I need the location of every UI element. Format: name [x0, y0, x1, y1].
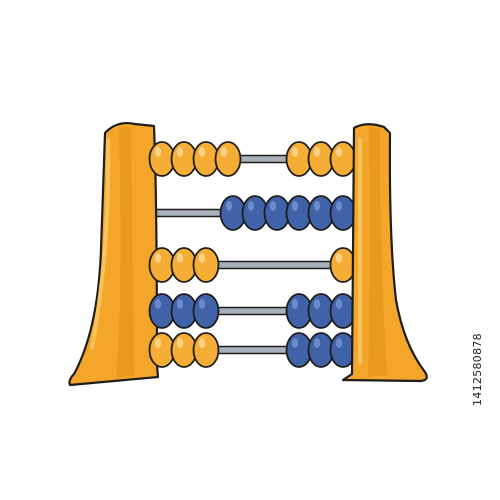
blue-bead-shine [313, 299, 321, 309]
orange-bead-shine [335, 253, 343, 263]
blue-bead [329, 195, 357, 231]
blue-bead-shine [313, 201, 321, 211]
blue-bead-shine [176, 299, 184, 309]
orange-bead-shine [154, 147, 162, 157]
watermark-id-text: 1412580878 [471, 333, 484, 407]
blue-bead-shine [313, 338, 321, 348]
orange-bead-shine [220, 147, 228, 157]
orange-bead-shine [176, 253, 184, 263]
blue-bead-shine [291, 299, 299, 309]
orange-bead-shine [176, 147, 184, 157]
orange-bead-shine [313, 147, 321, 157]
blue-bead-shine [154, 299, 162, 309]
orange-bead-shine [154, 253, 162, 263]
orange-bead-shine [154, 338, 162, 348]
orange-bead [214, 141, 242, 177]
blue-bead-shine [335, 299, 343, 309]
blue-bead [192, 293, 220, 329]
abacus-right-frame [341, 123, 428, 383]
right-frame-body [341, 123, 428, 383]
blue-bead-shine [225, 201, 233, 211]
orange-bead-shine [198, 253, 206, 263]
orange-bead-shine [198, 338, 206, 348]
left-frame-body [68, 121, 160, 387]
blue-bead-shine [335, 201, 343, 211]
orange-bead [329, 141, 357, 177]
blue-bead-shine [198, 299, 206, 309]
orange-bead-shine [335, 147, 343, 157]
orange-bead-shine [176, 338, 184, 348]
abacus-left-frame [68, 121, 160, 387]
right-frame-shade [368, 127, 387, 378]
left-frame-highlight [90, 138, 111, 350]
abacus-beads [148, 141, 357, 368]
blue-bead-shine [291, 338, 299, 348]
blue-bead-shine [335, 338, 343, 348]
orange-bead-shine [198, 147, 206, 157]
orange-bead [192, 247, 220, 283]
orange-bead-shine [291, 147, 299, 157]
left-frame-shade [116, 127, 134, 378]
blue-bead-shine [247, 201, 255, 211]
blue-bead-shine [291, 201, 299, 211]
blue-bead-shine [269, 201, 277, 211]
orange-bead [192, 332, 220, 368]
